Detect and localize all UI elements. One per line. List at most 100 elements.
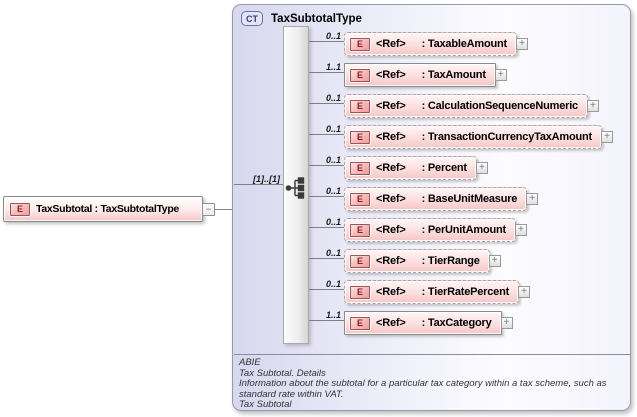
expand-icon[interactable]: + <box>500 317 513 329</box>
element-badge-icon: E <box>350 37 370 51</box>
expand-icon[interactable]: + <box>586 100 599 112</box>
element-badge-icon: E <box>10 202 30 216</box>
element-name-label: : TierRatePercent <box>421 286 510 298</box>
element-ref-label: <Ref> <box>376 131 406 143</box>
cardinality-connector: 0..1 <box>309 218 344 228</box>
annotation-line: standard rate within VAT. <box>239 388 344 400</box>
element-ref-label: <Ref> <box>376 100 406 112</box>
element-ref-label: <Ref> <box>376 38 406 50</box>
compositor-cardinality-label: [1]..[1] <box>253 174 280 184</box>
annotation-line: Information about the subtotal for a par… <box>239 378 607 390</box>
expand-icon[interactable]: + <box>526 193 539 205</box>
expand-icon[interactable]: + <box>516 38 528 50</box>
element-badge-icon: E <box>350 223 370 237</box>
element-ref-label: <Ref> <box>376 317 406 329</box>
cardinality-label: 1..1 <box>325 310 341 320</box>
element-box[interactable]: E <Ref> : TaxCategory <box>344 311 502 335</box>
cardinality-connector: 1..1 <box>309 63 344 73</box>
annotation-line: Tax Subtotal. Details <box>239 367 326 379</box>
element-badge-icon: E <box>350 192 370 206</box>
element-box[interactable]: E <Ref> : TierRange <box>344 249 490 273</box>
element-badge-icon: E <box>350 99 370 113</box>
element-badge-icon: E <box>350 161 370 175</box>
expand-icon[interactable]: + <box>518 286 531 298</box>
annotation-line: Tax Subtotal <box>239 399 292 411</box>
element-name-label: : TaxCategory <box>421 317 492 329</box>
root-element-box[interactable]: E TaxSubtotal : TaxSubtotalType <box>3 196 203 222</box>
element-name-label: : PerUnitAmount <box>421 224 507 236</box>
element-name-label: : BaseUnitMeasure <box>421 193 518 205</box>
element-badge-icon: E <box>350 68 370 82</box>
element-ref-label: <Ref> <box>376 224 406 236</box>
element-name-label: : TaxableAmount <box>421 38 508 50</box>
element-box[interactable]: E <Ref> : TaxAmount <box>344 63 496 87</box>
element-ref-label: <Ref> <box>376 193 406 205</box>
expand-icon[interactable]: + <box>488 255 501 267</box>
cardinality-label: 0..1 <box>325 124 341 134</box>
expand-icon[interactable]: + <box>601 131 614 143</box>
complex-type-title: TaxSubtotalType <box>271 12 362 25</box>
element-ref-label: <Ref> <box>376 286 406 298</box>
element-box[interactable]: E <Ref> : Percent <box>344 156 477 180</box>
element-box[interactable]: E <Ref> : TransactionCurrencyTaxAmount <box>344 125 603 149</box>
cardinality-label: 1..1 <box>325 62 341 72</box>
sequence-content-bar <box>283 26 309 344</box>
element-box[interactable]: E <Ref> : PerUnitAmount <box>344 218 516 242</box>
compositor-connector: [1]..[1] <box>234 175 283 185</box>
element-badge-icon: E <box>350 254 370 268</box>
element-box[interactable]: E <Ref> : TierRatePercent <box>344 280 520 304</box>
cardinality-label: 0..1 <box>325 217 341 227</box>
cardinality-label: 0..1 <box>325 248 341 258</box>
cardinality-label: 0..1 <box>325 155 341 165</box>
expand-icon[interactable]: + <box>475 162 488 174</box>
root-element-label: TaxSubtotal : TaxSubtotalType <box>36 203 179 215</box>
cardinality-connector: 1..1 <box>309 311 344 321</box>
element-name-label: : TaxAmount <box>421 69 486 81</box>
element-badge-icon: E <box>350 316 370 330</box>
sequence-compositor-icon <box>285 177 309 204</box>
cardinality-connector: 0..1 <box>309 125 344 135</box>
element-ref-label: <Ref> <box>376 255 406 267</box>
element-name-label: : CalculationSequenceNumeric <box>421 100 579 112</box>
expand-icon[interactable]: + <box>514 224 527 236</box>
element-badge-icon: E <box>350 285 370 299</box>
cardinality-label: 0..1 <box>325 186 341 196</box>
element-box[interactable]: E <Ref> : TaxableAmount <box>344 32 517 56</box>
cardinality-label: 0..1 <box>325 93 341 103</box>
element-box[interactable]: E <Ref> : BaseUnitMeasure <box>344 187 528 211</box>
expand-icon[interactable]: + <box>494 69 507 81</box>
element-name-label: : Percent <box>421 162 467 174</box>
annotation-separator <box>234 354 630 355</box>
element-name-label: : TransactionCurrencyTaxAmount <box>421 131 593 143</box>
root-connector-line <box>215 209 233 210</box>
cardinality-connector: 0..1 <box>309 156 344 166</box>
cardinality-connector: 0..1 <box>309 280 344 290</box>
cardinality-connector: 0..1 <box>309 187 344 197</box>
annotation-line: ABIE <box>239 357 261 368</box>
element-box[interactable]: E <Ref> : CalculationSequenceNumeric <box>344 94 588 118</box>
cardinality-connector: 0..1 <box>309 94 344 104</box>
complex-type-header: CT TaxSubtotalType <box>241 11 362 26</box>
cardinality-label: 0..1 <box>325 31 341 41</box>
cardinality-label: 0..1 <box>325 279 341 289</box>
element-ref-label: <Ref> <box>376 69 406 81</box>
complex-type-badge-icon: CT <box>241 11 263 26</box>
element-badge-icon: E <box>350 130 370 144</box>
element-name-label: : TierRange <box>421 255 480 267</box>
element-ref-label: <Ref> <box>376 162 406 174</box>
cardinality-connector: 0..1 <box>309 249 344 259</box>
collapse-icon[interactable]: − <box>202 203 215 216</box>
